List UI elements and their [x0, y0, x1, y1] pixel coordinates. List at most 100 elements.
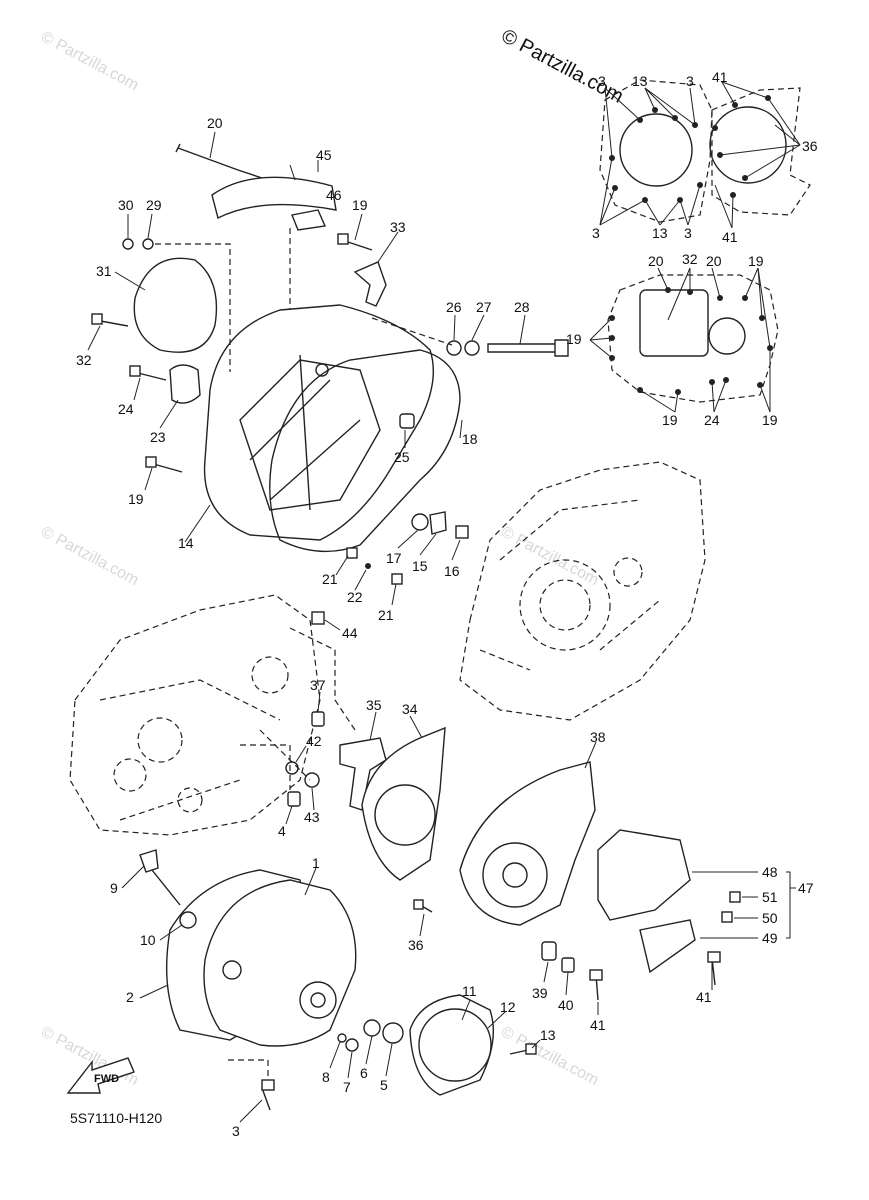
- callout-50: 50: [762, 910, 778, 926]
- callout-43: 43: [304, 809, 320, 825]
- part-14: [203, 304, 435, 541]
- callout-41: 41: [590, 1017, 606, 1033]
- callout-37: 37: [310, 677, 326, 693]
- callout-24: 24: [704, 412, 720, 428]
- part-31: [133, 257, 218, 353]
- callout-19: 19: [128, 491, 144, 507]
- left-crankcase: 44 37 42 43 4: [69, 594, 358, 839]
- part-47-cover: [597, 829, 691, 921]
- callout-23: 23: [150, 429, 166, 445]
- callout-41: 41: [722, 229, 738, 245]
- callout-25: 25: [394, 449, 410, 465]
- callout-19: 19: [762, 412, 778, 428]
- callout-4: 4: [278, 823, 286, 839]
- brand-mark: © Partzilla.com: [498, 25, 627, 108]
- callout-35: 35: [366, 697, 382, 713]
- right-covers: 38 48 51 50 49 47 39 40 41 41: [459, 729, 814, 1033]
- callout-20: 20: [706, 253, 722, 269]
- callout-24: 24: [118, 401, 134, 417]
- callout-3: 3: [686, 73, 694, 89]
- callout-19: 19: [662, 412, 678, 428]
- watermark: © Partzilla.com: [498, 524, 601, 590]
- callout-7: 7: [343, 1079, 351, 1095]
- callout-20: 20: [648, 253, 664, 269]
- callout-17: 17: [386, 550, 402, 566]
- callout-21: 21: [322, 571, 338, 587]
- callout-19: 19: [748, 253, 764, 269]
- callout-8: 8: [322, 1069, 330, 1085]
- callout-41: 41: [712, 69, 728, 85]
- callout-45: 45: [316, 147, 332, 163]
- fwd-arrow: FWD: [66, 1057, 135, 1094]
- part-25: [399, 413, 415, 429]
- part-23: [169, 364, 201, 404]
- callout-3: 3: [232, 1123, 240, 1139]
- callout-10: 10: [140, 932, 156, 948]
- part-33: [353, 261, 387, 307]
- callout-40: 40: [558, 997, 574, 1013]
- part-35: [339, 737, 387, 811]
- callout-3: 3: [592, 225, 600, 241]
- callout-21: 21: [378, 607, 394, 623]
- callout-44: 44: [342, 625, 358, 641]
- callout-26: 26: [446, 299, 462, 315]
- bolt-layout-middle: 20 32 20 19 19 19 24 19: [566, 251, 779, 428]
- watermark: © Partzilla.com: [38, 524, 141, 590]
- part-1: [203, 879, 357, 1047]
- callout-27: 27: [476, 299, 492, 315]
- callout-12: 12: [500, 999, 516, 1015]
- callout-30: 30: [118, 197, 134, 213]
- callout-11: 11: [462, 983, 477, 999]
- callout-3: 3: [684, 225, 692, 241]
- callout-48: 48: [762, 864, 778, 880]
- callout-28: 28: [514, 299, 530, 315]
- callout-13: 13: [632, 73, 648, 89]
- callout-41: 41: [696, 989, 712, 1005]
- callout-47: 47: [798, 880, 814, 896]
- callout-32: 32: [76, 352, 92, 368]
- callout-51: 51: [762, 889, 778, 905]
- callout-42: 42: [306, 733, 322, 749]
- callout-36: 36: [408, 937, 424, 953]
- part-12: [418, 1008, 492, 1082]
- callout-18: 18: [462, 431, 478, 447]
- callout-20: 20: [207, 115, 223, 131]
- callout-15: 15: [412, 558, 428, 574]
- callout-39: 39: [532, 985, 548, 1001]
- part-46: [291, 209, 327, 231]
- bolt-layout-top: 3 13 3 41 36 3 13 3 41: [592, 69, 818, 245]
- clutch-cover-group: 9 10 2 1 8 7 6 5 11 12 13: [110, 849, 556, 1139]
- callout-22: 22: [347, 589, 363, 605]
- callout-2: 2: [126, 989, 134, 1005]
- callout-46: 46: [326, 187, 342, 203]
- callout-5: 5: [380, 1077, 388, 1093]
- callout-1: 1: [312, 855, 320, 871]
- fwd-label: FWD: [94, 1073, 119, 1085]
- watermark: © Partzilla.com: [38, 29, 141, 95]
- callout-9: 9: [110, 880, 118, 896]
- callout-36: 36: [802, 138, 818, 154]
- part-38: [459, 761, 596, 926]
- part-45: [211, 176, 337, 220]
- callout-38: 38: [590, 729, 606, 745]
- right-crankcase: [459, 461, 706, 721]
- middle-covers: 35 34 36: [339, 697, 446, 953]
- callout-34: 34: [402, 701, 418, 717]
- callout-31: 31: [96, 263, 112, 279]
- callout-29: 29: [146, 197, 162, 213]
- callout-6: 6: [360, 1065, 368, 1081]
- callout-16: 16: [444, 563, 460, 579]
- cover-outline: [709, 106, 787, 184]
- cover-outline: [639, 289, 709, 357]
- part-34: [361, 726, 446, 881]
- cover-outline: [619, 113, 693, 187]
- callout-13: 13: [540, 1027, 556, 1043]
- part-49: [639, 919, 696, 974]
- callout-14: 14: [178, 535, 194, 551]
- upper-cover-group: 20 45 46 30 29 31 32 24 23 19 19: [76, 115, 569, 623]
- callout-33: 33: [390, 219, 406, 235]
- callout-19: 19: [352, 197, 368, 213]
- callout-32: 32: [682, 251, 698, 267]
- callout-3: 3: [598, 73, 606, 89]
